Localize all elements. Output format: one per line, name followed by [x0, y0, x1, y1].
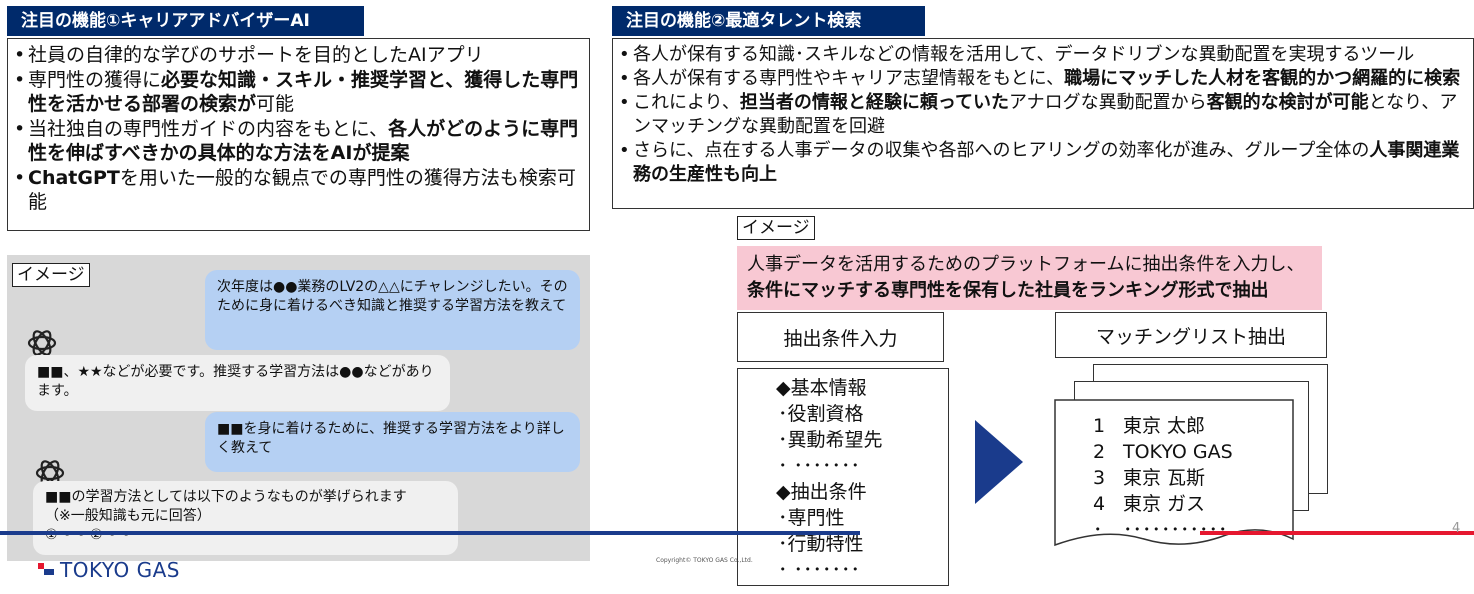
- logo-text: TOKYO GAS: [60, 558, 180, 582]
- feature1-bullet-text: を用いた一般的な観点での専門性の獲得方法も検索可能: [28, 166, 576, 214]
- feature2-bullet: これにより、担当者の情報と経験に頼っていたアナログな異動配置から客観的な検討が可…: [619, 91, 1467, 139]
- ranking-number: ･: [1093, 519, 1103, 541]
- page-number: 4: [1452, 521, 1461, 536]
- ranking-name: TOKYO GAS: [1123, 441, 1233, 463]
- ai-reply-2-line-2: （※一般知識も元に回答）: [45, 508, 211, 524]
- feature2-bullet-text: 人事関連業務の生産性も向上: [633, 140, 1460, 185]
- chat-image-tag: イメージ: [12, 263, 90, 287]
- ranking-row: 1 東京 太郎: [1093, 413, 1233, 439]
- ranking-row: 2 TOKYO GAS: [1093, 439, 1233, 465]
- diagram-image-tag: イメージ: [737, 216, 815, 240]
- feature2-bullet-text: これにより、: [633, 92, 740, 113]
- feature2-bullet-text: 職場にマッチした人材を客観的かつ網羅的に検索: [1064, 68, 1461, 89]
- feature2-bullet: さらに、点在する人事データの収集や各部へのヒアリングの効率化が進み、グループ全体…: [619, 139, 1467, 187]
- ai-reply-1-text: ■■、★★などが必要です。推奨する学習方法は●●などがあります。: [37, 364, 434, 399]
- feature2-bullet-text: 客観的な検討が可能: [1206, 92, 1369, 113]
- feature1-bullet-text: ChatGPT: [28, 166, 120, 189]
- feature2-bullet-text: 各人が保有する専門性やキャリア志望情報をもとに、: [633, 68, 1065, 89]
- ranking-name: 東京 瓦斯: [1123, 467, 1206, 489]
- feature1-bullet-text: 専門性の獲得に: [28, 68, 162, 91]
- feature2-bullet-text: さらに、点在する人事データの収集や各部へのヒアリングの効率化が進み、グループ全体…: [633, 140, 1370, 161]
- feature1-bullet-text: 各人がどのように専門性を伸ばすべきかの具体的な方法をAIが提案: [28, 117, 579, 165]
- user-message-1: 次年度は●●業務のLV2の△△にチャレンジしたい。そのために身に着けるべき知識と…: [205, 270, 580, 350]
- condition-item: ･ ･･･････: [778, 455, 861, 477]
- feature1-bullet-list: 社員の自律的な学びのサポートを目的としたAIアプリ専門性の獲得に必要な知識・スキ…: [8, 39, 589, 215]
- feature2-box: 各人が保有する知識･スキルなどの情報を活用して、データドリブンな異動配置を実現す…: [612, 38, 1474, 209]
- diagram-summary-line-1: 人事データを活用するためのプラットフォームに抽出条件を入力し、: [747, 254, 1305, 275]
- condition-item: ･役割資格: [778, 403, 864, 425]
- feature2-bullet-text: アナログな異動配置から: [1009, 92, 1207, 113]
- condition-item: ･異動希望先: [778, 429, 883, 451]
- user-message-2-text: ■■を身に着けるために、推奨する学習方法をより詳しく教えて: [217, 421, 565, 456]
- input-conditions-label: 抽出条件入力: [737, 312, 944, 362]
- ranking-row: 3 東京 瓦斯: [1093, 465, 1233, 491]
- feature2-bullet: 各人が保有する知識･スキルなどの情報を活用して、データドリブンな異動配置を実現す…: [619, 43, 1467, 67]
- feature2-bullet-text: 担当者の情報と経験に頼っていた: [739, 92, 1010, 113]
- condition-item: ◆基本情報: [776, 377, 867, 399]
- ranking-row: 4 東京 ガス: [1093, 491, 1233, 517]
- feature1-bullet-text: 社員の自律的な学びのサポートを目的としたAIアプリ: [28, 44, 484, 66]
- ai-reply-2-line-3: ①～～ ②～～: [45, 527, 131, 543]
- ranking-number: 1: [1093, 415, 1106, 437]
- ranking-name: 東京 ガス: [1123, 493, 1206, 515]
- user-message-2: ■■を身に着けるために、推奨する学習方法をより詳しく教えて: [205, 412, 580, 472]
- feature1-heading: 注目の機能①キャリアアドバイザーAI: [7, 6, 364, 36]
- footer-rule-red: [1200, 531, 1474, 535]
- tokyo-gas-logo: TOKYO GAS: [38, 558, 180, 582]
- condition-item: ･ ･･･････: [778, 559, 861, 581]
- footer-rule-blue: [0, 531, 860, 535]
- feature1-bullet: 専門性の獲得に必要な知識・スキル・推奨学習と、獲得した専門性を活かせる部署の検索…: [14, 68, 583, 117]
- ranking-number: 2: [1093, 441, 1106, 463]
- feature1-bullet-text: 当社独自の専門性ガイドの内容をもとに、: [28, 117, 389, 140]
- condition-item: ･行動特性: [778, 533, 864, 555]
- ai-reply-2-line-1: ■■の学習方法としては以下のようなものが挙げられます: [45, 489, 407, 505]
- feature1-bullet-text: 可能: [256, 93, 295, 115]
- feature2-bullet-list: 各人が保有する知識･スキルなどの情報を活用して、データドリブンな異動配置を実現す…: [613, 39, 1473, 187]
- feature2-bullet-text: となり、アンマッチングな異動配置を回避: [633, 92, 1458, 137]
- condition-item: ◆抽出条件: [776, 481, 867, 503]
- feature2-bullet-text: 各人が保有する知識･スキルなどの情報を活用して、データドリブンな異動配置を実現す…: [633, 44, 1415, 65]
- feature1-bullet: ChatGPTを用いた一般的な観点での専門性の獲得方法も検索可能: [14, 166, 583, 215]
- user-message-1-text: 次年度は●●業務のLV2の△△にチャレンジしたい。そのために身に着けるべき知識と…: [217, 279, 568, 314]
- logo-mark-icon: [38, 563, 56, 577]
- feature2-bullet: 各人が保有する専門性やキャリア志望情報をもとに、職場にマッチした人材を客観的かつ…: [619, 67, 1467, 91]
- ranking-row: ････････････: [1093, 517, 1233, 543]
- feature1-bullet: 当社独自の専門性ガイドの内容をもとに、各人がどのように専門性を伸ばすべきかの具体…: [14, 117, 583, 166]
- copyright: Copyright© TOKYO GAS Co.,Ltd.: [656, 557, 753, 564]
- matching-list-label: マッチングリスト抽出: [1055, 312, 1327, 358]
- feature1-bullet-text: 必要な知識・スキル・推奨学習と、獲得した専門性を活かせる部署の検索が: [28, 68, 579, 116]
- conditions-panel: ◆基本情報 ･役割資格 ･異動希望先 ･ ･･･････ ◆抽出条件 ･専門性 ･行動特性 ･…: [737, 368, 949, 586]
- diagram-summary-line-2: 条件にマッチする専門性を保有した社員をランキング形式で抽出: [747, 280, 1269, 301]
- ranking-number: 3: [1093, 467, 1106, 489]
- diagram-summary-box: 人事データを活用するためのプラットフォームに抽出条件を入力し、 条件にマッチする…: [737, 246, 1322, 310]
- ai-reply-1: ■■、★★などが必要です。推奨する学習方法は●●などがあります。: [25, 355, 450, 411]
- chatgpt-icon: [27, 330, 57, 356]
- feature1-bullet: 社員の自律的な学びのサポートを目的としたAIアプリ: [14, 43, 583, 68]
- feature1-box: 社員の自律的な学びのサポートを目的としたAIアプリ専門性の獲得に必要な知識・スキ…: [7, 38, 590, 231]
- chat-mockup: イメージ 次年度は●●業務のLV2の△△にチャレンジしたい。そのために身に着ける…: [7, 255, 590, 561]
- ranking-name: ･･･････････: [1123, 519, 1228, 541]
- condition-item: ･専門性: [778, 507, 845, 529]
- arrow-right-icon: [975, 420, 1023, 504]
- feature2-heading: 注目の機能②最適タレント検索: [612, 6, 925, 36]
- ranking-number: 4: [1093, 493, 1106, 515]
- ai-reply-2: ■■の学習方法としては以下のようなものが挙げられます （※一般知識も元に回答） …: [33, 481, 458, 555]
- ranking-name: 東京 太郎: [1123, 415, 1206, 437]
